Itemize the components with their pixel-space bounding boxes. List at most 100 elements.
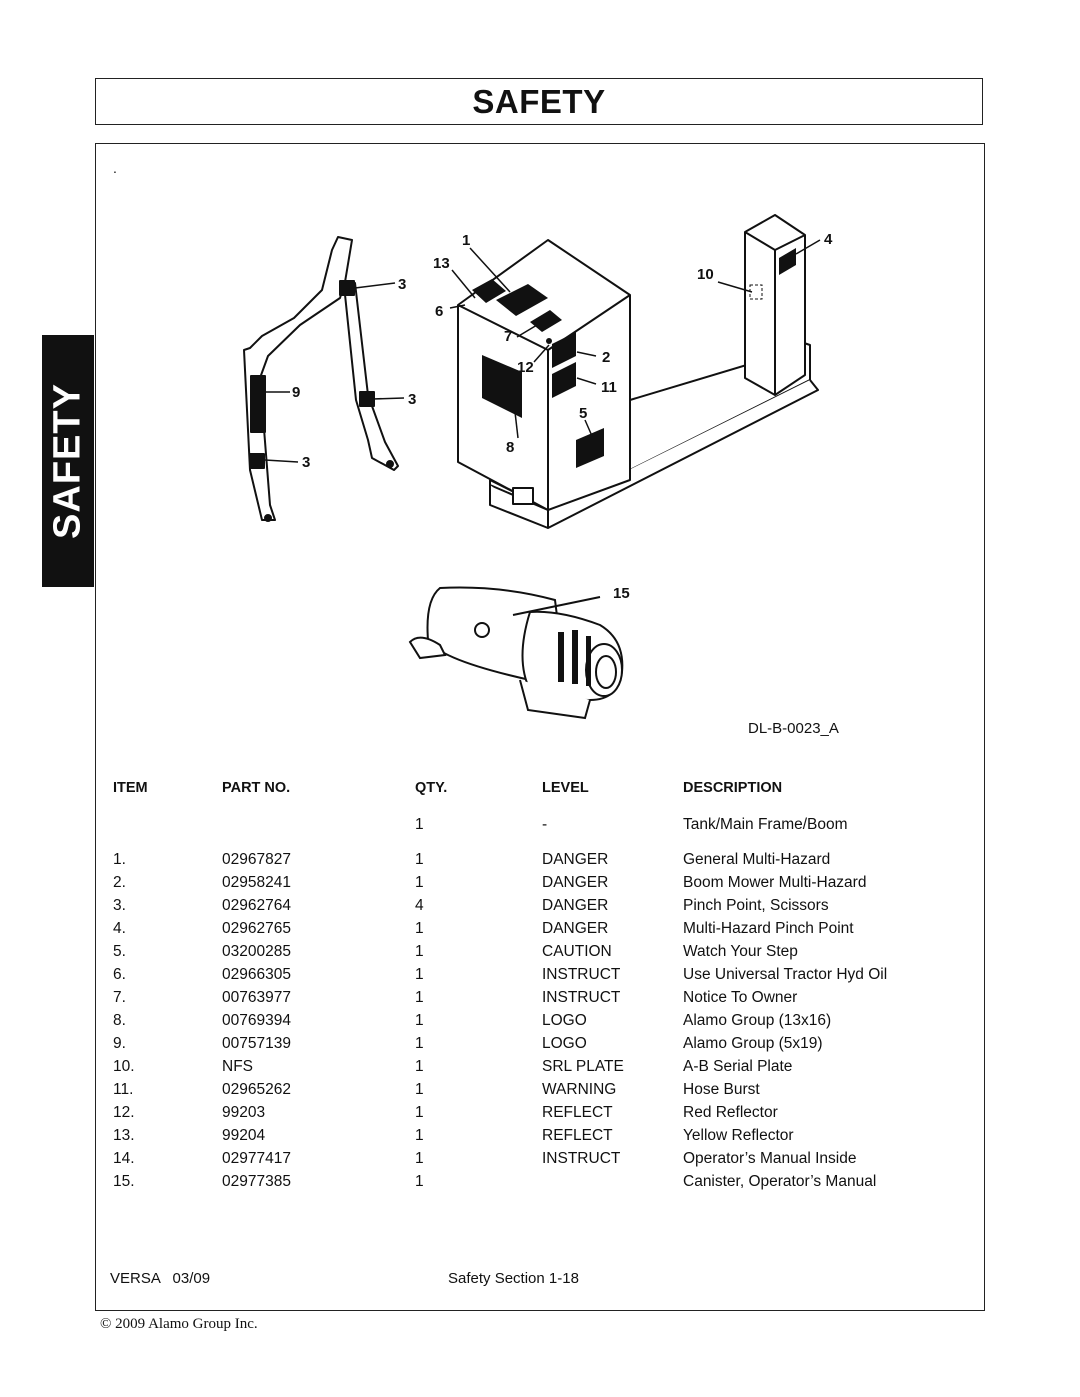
- cell-part-no: 02958241: [222, 874, 291, 891]
- cell-level: REFLECT: [542, 1127, 613, 1144]
- cell-qty: 1: [415, 1058, 424, 1075]
- cell-item: 7.: [113, 989, 126, 1006]
- stray-dot: .: [113, 160, 117, 176]
- cell-level: DANGER: [542, 851, 609, 868]
- cell-description: Use Universal Tractor Hyd Oil: [683, 966, 888, 983]
- cell-qty: 1: [415, 1104, 424, 1121]
- diagram-code: DL-B-0023_A: [748, 720, 839, 737]
- cell-level: REFLECT: [542, 1104, 613, 1121]
- callout-1: 1: [462, 232, 470, 249]
- cell-item: 5.: [113, 943, 126, 960]
- cell-qty: 1: [415, 1173, 424, 1190]
- cell-description: Boom Mower Multi-Hazard: [683, 874, 867, 891]
- cell-item: 8.: [113, 1012, 126, 1029]
- cell-level: -: [542, 816, 548, 833]
- cell-description: Notice To Owner: [683, 989, 798, 1006]
- cell-qty: 1: [415, 920, 424, 937]
- cell-item: 10.: [113, 1058, 135, 1075]
- cell-part-no: 02977417: [222, 1150, 291, 1167]
- cell-description: General Multi-Hazard: [683, 851, 831, 868]
- cell-level: SRL PLATE: [542, 1058, 624, 1075]
- cell-description: Multi-Hazard Pinch Point: [683, 920, 854, 937]
- decal-location-diagram: 1 13 3 6 7 12 2 11 5 8 9 3 3 4 10 15: [243, 214, 833, 720]
- cell-item: 6.: [113, 966, 126, 983]
- cell-level: LOGO: [542, 1012, 587, 1029]
- cell-description: Pinch Point, Scissors: [683, 897, 829, 914]
- cell-level: INSTRUCT: [542, 989, 621, 1006]
- tank-decal-markers: [472, 248, 796, 468]
- cell-item: 12.: [113, 1104, 135, 1121]
- cell-part-no: 00769394: [222, 1012, 291, 1029]
- cell-description: Red Reflector: [683, 1104, 778, 1121]
- cell-part-no: NFS: [222, 1058, 253, 1075]
- cell-part-no: 02967827: [222, 851, 291, 868]
- cell-item: 11.: [113, 1081, 134, 1098]
- cell-level: DANGER: [542, 897, 609, 914]
- table-row: 7. 00763977 1 INSTRUCT Notice To Owner: [110, 989, 960, 1012]
- callout-10: 10: [697, 266, 714, 283]
- cell-level: LOGO: [542, 1035, 587, 1052]
- decal-3c-marker: [249, 453, 265, 469]
- cell-part-no: 02962765: [222, 920, 291, 937]
- footer-section-page: Safety Section 1-18: [448, 1270, 579, 1287]
- decal-9-marker: [250, 375, 266, 433]
- cell-part-no: 03200285: [222, 943, 291, 960]
- content-frame: [95, 143, 985, 1311]
- cell-part-no: 02962764: [222, 897, 291, 914]
- header-qty: QTY.: [415, 780, 448, 796]
- cell-part-no: 02965262: [222, 1081, 291, 1098]
- table-header: ITEM PART NO. QTY. LEVEL DESCRIPTION: [110, 780, 960, 803]
- table-row: 1 - Tank/Main Frame/Boom: [110, 816, 960, 839]
- cell-level: INSTRUCT: [542, 1150, 621, 1167]
- cell-part-no: 99204: [222, 1127, 266, 1144]
- cell-description: Alamo Group (13x16): [683, 1012, 832, 1029]
- callout-11: 11: [601, 379, 617, 396]
- header-part-no: PART NO.: [222, 780, 291, 796]
- table-row: 8. 00769394 1 LOGO Alamo Group (13x16): [110, 1012, 960, 1035]
- callout-8: 8: [506, 439, 514, 456]
- callout-5: 5: [579, 405, 587, 422]
- cell-qty: 1: [415, 816, 424, 833]
- callout-3a: 3: [398, 276, 406, 293]
- cell-description: A-B Serial Plate: [683, 1058, 793, 1075]
- header-item: ITEM: [113, 780, 148, 796]
- callout-15: 15: [613, 585, 630, 602]
- cell-item: 1.: [113, 851, 126, 868]
- cell-item: 13.: [113, 1127, 135, 1144]
- cell-qty: 1: [415, 874, 424, 891]
- cell-part-no: 00763977: [222, 989, 291, 1006]
- cell-qty: 1: [415, 966, 424, 983]
- cell-level: WARNING: [542, 1081, 617, 1098]
- cell-part-no: 00757139: [222, 1035, 291, 1052]
- cell-qty: 1: [415, 989, 424, 1006]
- cell-qty: 1: [415, 1127, 424, 1144]
- callout-4: 4: [824, 231, 833, 248]
- callout-12: 12: [517, 359, 534, 376]
- decal-3b-marker: [359, 391, 375, 407]
- page-title-box: SAFETY: [95, 78, 983, 125]
- callout-9: 9: [292, 384, 300, 401]
- cell-qty: 4: [415, 897, 424, 914]
- callout-7: 7: [504, 328, 512, 345]
- header-description: DESCRIPTION: [683, 780, 783, 796]
- table-row: 10. NFS 1 SRL PLATE A-B Serial Plate: [110, 1058, 960, 1081]
- cell-qty: 1: [415, 1012, 424, 1029]
- cell-description: Tank/Main Frame/Boom: [683, 816, 848, 833]
- cell-qty: 1: [415, 1150, 424, 1167]
- cell-description: Yellow Reflector: [683, 1127, 794, 1144]
- boom-arm-illustration: [243, 236, 399, 522]
- cell-level: DANGER: [542, 920, 609, 937]
- header-level: LEVEL: [542, 780, 589, 796]
- callout-3c: 3: [302, 454, 310, 471]
- callout-6: 6: [435, 303, 443, 320]
- cell-part-no: 99203: [222, 1104, 266, 1121]
